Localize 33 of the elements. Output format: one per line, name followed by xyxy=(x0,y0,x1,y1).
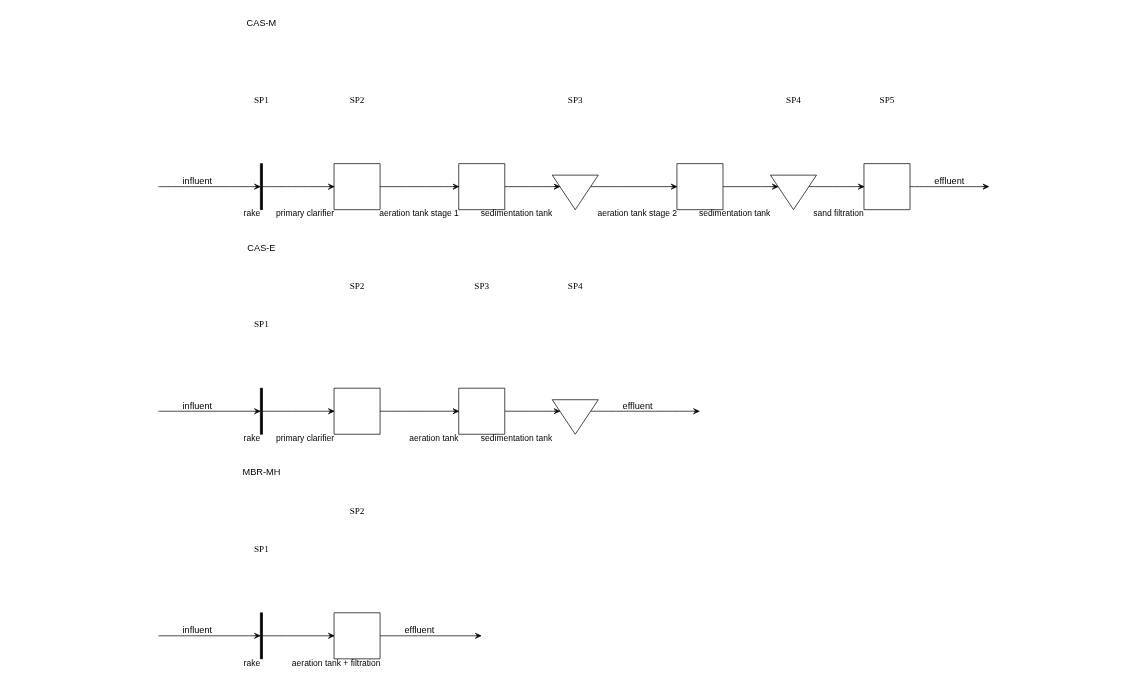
node-label: sand filtration xyxy=(813,208,864,219)
edge-label: influent xyxy=(182,625,213,636)
node-label: aeration tank + filtration xyxy=(291,657,381,668)
node-label: rake xyxy=(243,433,261,444)
label: SP3 xyxy=(567,94,583,105)
node-label: rake xyxy=(243,657,261,668)
node-label: primary clarifier xyxy=(275,433,335,444)
label: CAS-E xyxy=(247,242,276,253)
label: SP3 xyxy=(474,280,490,291)
node-label: sedimentation tank xyxy=(480,433,553,444)
label: MBR-MH xyxy=(242,467,281,478)
label: SP1 xyxy=(254,543,269,554)
label: SP1 xyxy=(254,319,269,330)
label: SP1 xyxy=(254,94,269,105)
edge-label: influent xyxy=(182,176,213,187)
node-label: aeration tank stage 1 xyxy=(379,208,459,219)
node-label: sedimentation tank xyxy=(698,208,771,219)
label: SP2 xyxy=(349,280,365,291)
label: SP2 xyxy=(349,94,365,105)
label: SP4 xyxy=(567,280,583,291)
edge-label: effluent xyxy=(622,400,653,411)
edge-label: effluent xyxy=(404,625,435,636)
node-label: aeration tank xyxy=(409,433,459,444)
node-label: primary clarifier xyxy=(275,208,335,219)
label: SP5 xyxy=(879,94,895,105)
label: CAS-M xyxy=(246,18,277,29)
node-label: rake xyxy=(243,208,261,219)
label: SP4 xyxy=(786,94,801,105)
label: SP2 xyxy=(349,505,365,516)
edge-label: influent xyxy=(182,400,213,411)
node-label: aeration tank stage 2 xyxy=(597,208,677,219)
edge-label: effluent xyxy=(934,176,965,187)
node-label: sedimentation tank xyxy=(480,208,553,219)
